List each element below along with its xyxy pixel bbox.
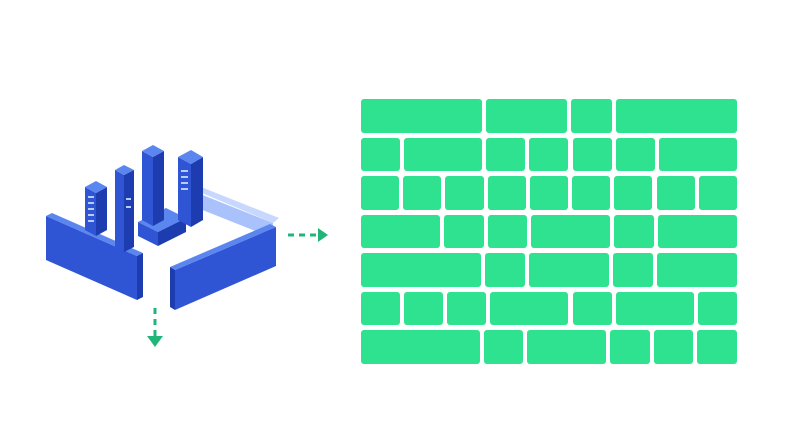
rack-small-right (96, 187, 107, 236)
brick-r3-c6 (572, 176, 611, 210)
brick-r6-c6 (615, 291, 694, 325)
brick-r1-c1 (361, 99, 483, 133)
brick-r3-c9 (698, 176, 737, 210)
fence-right-face (175, 227, 276, 310)
brick-r6-c1 (361, 291, 401, 325)
brick-r5-c5 (657, 253, 737, 287)
tower-right-right (191, 157, 203, 227)
tower-center-right (153, 151, 164, 226)
tower-center-top (142, 145, 164, 157)
brick-r7-c2 (483, 330, 524, 364)
brick-r2-c6 (615, 137, 655, 171)
brick-r5-c4 (613, 253, 653, 287)
brick-r7-c3 (527, 330, 607, 364)
rack-small-top (85, 181, 107, 193)
brick-r1-c3 (571, 99, 612, 133)
tower-right-left (178, 157, 191, 227)
brick-r3-c5 (529, 176, 569, 210)
brick-r4-c5 (614, 214, 654, 248)
tower-middle-vents (126, 198, 131, 208)
brick-r7-c1 (361, 330, 480, 364)
brick-r2-c2 (404, 137, 483, 171)
fence-right-top (170, 224, 276, 270)
tower-right-top (178, 150, 203, 164)
brick-r4-c3 (487, 214, 528, 248)
brick-r6-c3 (447, 291, 487, 325)
brick-r3-c2 (403, 176, 442, 210)
brick-r5-c3 (529, 253, 609, 287)
tower-center-left (142, 151, 153, 226)
brick-r5-c2 (485, 253, 525, 287)
brick-r2-c5 (572, 137, 612, 171)
brick-r3-c4 (487, 176, 526, 210)
tower-middle-right (124, 170, 134, 252)
brick-r6-c7 (697, 291, 737, 325)
brick-r3-c1 (361, 176, 400, 210)
brick-r1-c2 (486, 99, 568, 133)
dashed-arrow-right-icon (288, 228, 328, 242)
fence-back (190, 190, 273, 238)
brick-r4-c6 (657, 214, 737, 248)
brick-r1-c4 (615, 99, 737, 133)
fence-back-top (190, 185, 279, 223)
slab-right (158, 218, 186, 246)
dashed-arrow-down-icon (147, 308, 163, 347)
brick-r2-c1 (361, 137, 401, 171)
brick-r5-c1 (361, 253, 481, 287)
tower-middle-top (115, 165, 134, 175)
slab-left (138, 222, 158, 246)
brick-r7-c4 (610, 330, 650, 364)
fence-left-face (46, 216, 137, 300)
brick-r4-c1 (361, 214, 441, 248)
brick-r4-c4 (531, 214, 611, 248)
tower-middle-left (115, 170, 124, 252)
brick-r6-c5 (572, 291, 612, 325)
fence-right-end (170, 267, 175, 310)
brick-r6-c2 (404, 291, 444, 325)
brick-r3-c7 (614, 176, 653, 210)
brick-r7-c6 (697, 330, 737, 364)
isometric-data-center-icon (46, 145, 279, 310)
rack-small-left (85, 187, 96, 236)
brick-r2-c3 (486, 137, 526, 171)
brick-r4-c2 (444, 214, 484, 248)
brick-r2-c7 (658, 137, 737, 171)
brick-r6-c4 (490, 291, 569, 325)
rack-small-vents (88, 196, 94, 222)
tower-right-vents (181, 170, 188, 190)
brick-r3-c3 (445, 176, 484, 210)
fence-left-end (137, 253, 143, 300)
brick-r2-c4 (529, 137, 569, 171)
brick-r7-c5 (653, 330, 694, 364)
brick-r3-c8 (656, 176, 695, 210)
